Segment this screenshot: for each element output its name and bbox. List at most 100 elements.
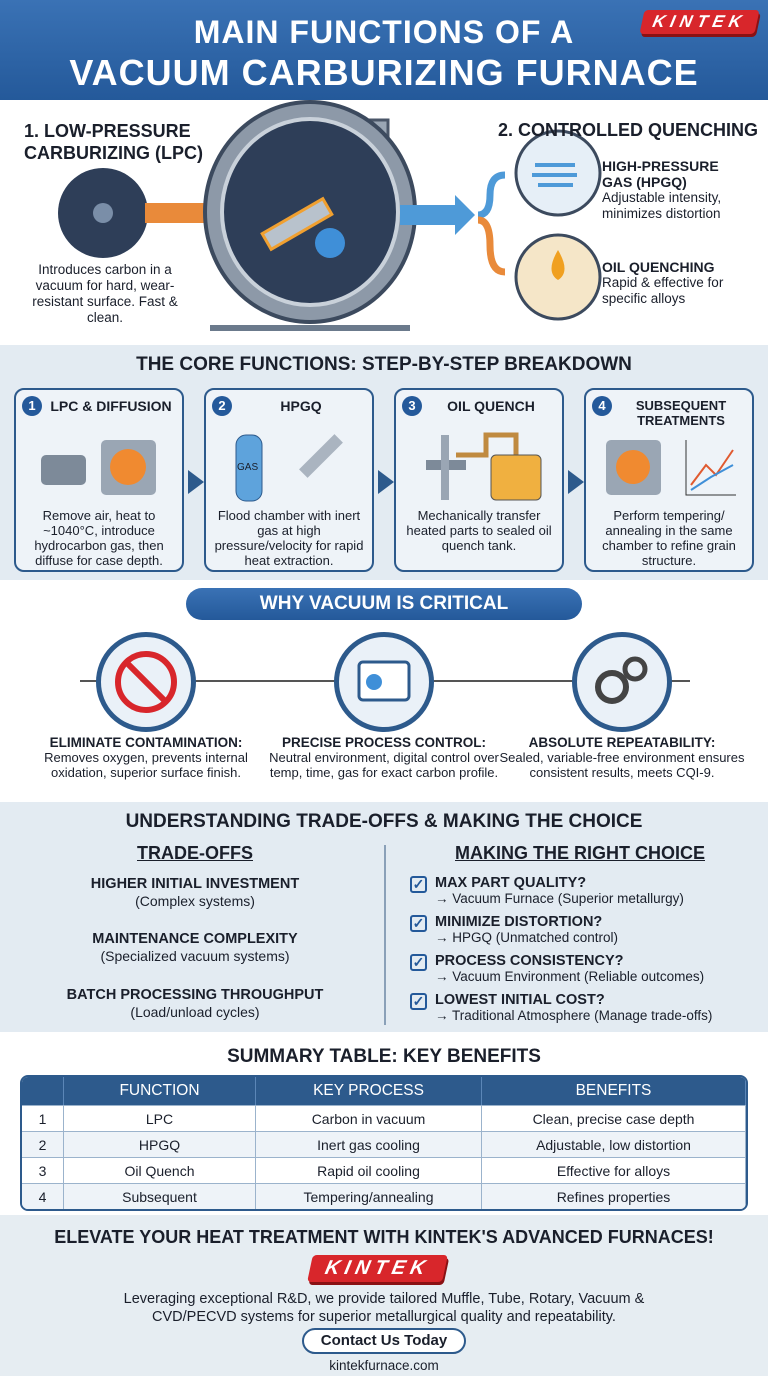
hpgq-desc: Adjustable intensity, minimizes distorti… (602, 190, 722, 221)
why-item-1: ELIMINATE CONTAMINATION:Removes oxygen, … (21, 735, 271, 780)
table-cell: Inert gas cooling (256, 1131, 482, 1157)
step-title: LPC & DIFFUSION (50, 398, 172, 414)
oil-tank-icon (426, 432, 542, 501)
kintek-logo: KINTEK (639, 10, 760, 34)
table-cell: 3 (22, 1157, 64, 1183)
no-contamination-icon (96, 632, 196, 732)
choice-item: ✓MAX PART QUALITY?→ Vacuum Furnace (Supe… (410, 875, 750, 906)
lpc-title: 1. LOW-PRESSURE CARBURIZING (LPC) (24, 120, 203, 164)
metal-part-icon (260, 196, 334, 252)
divider (384, 845, 386, 1025)
checkbox-icon: ✓ (410, 993, 427, 1010)
title-line-2: VACUUM CARBURIZING FURNACE (69, 52, 699, 93)
summary-title: SUMMARY TABLE: KEY BENEFITS (227, 1046, 541, 1067)
step-card-1: 1 LPC & DIFFUSION Remove air, heat to ~10… (14, 388, 184, 572)
why-banner: WHY VACUUM IS CRITICAL (186, 588, 582, 620)
step-number: 1 (22, 396, 42, 416)
choice-question: MINIMIZE DISTORTION? (435, 914, 603, 930)
tradeoff-item: HIGHER INITIAL INVESTMENT(Complex system… (30, 876, 360, 910)
gas-cylinder-icon (235, 434, 343, 502)
tradeoff-item: MAINTENANCE COMPLEXITY(Specialized vacuu… (30, 931, 360, 965)
table-cell: Effective for alloys (482, 1157, 746, 1183)
table-cell: Subsequent (64, 1183, 256, 1209)
choice-item: ✓PROCESS CONSISTENCY?→ Vacuum Environmen… (410, 953, 750, 984)
pump-furnace-icon (41, 440, 156, 495)
checkbox-icon: ✓ (410, 915, 427, 932)
gas-label: GAS (237, 462, 259, 473)
table-cell: LPC (64, 1105, 256, 1131)
step-card-2: 2 HPGQ GAS Flood chamber with inert gas a… (204, 388, 374, 572)
why-title: ABSOLUTE REPEATABILITY: (528, 735, 716, 750)
arrow-icon (188, 470, 204, 494)
step-number: 4 (592, 396, 612, 416)
lpc-title-2: CARBURIZING (LPC) (24, 143, 203, 163)
tradeoff-sub: (Load/unload cycles) (130, 1004, 260, 1020)
step-title: SUBSEQUENT TREATMENTS (635, 398, 727, 428)
step-title: HPGQ (280, 398, 322, 414)
table-cell: Clean, precise case depth (482, 1105, 746, 1131)
table-cell: Tempering/annealing (256, 1183, 482, 1209)
table-cell: 1 (22, 1105, 64, 1131)
col-header: FUNCTION (64, 1077, 256, 1105)
table-cell: Rapid oil cooling (256, 1157, 482, 1183)
footer-line-2: CVD/PECVD systems for superior metallurg… (152, 1309, 616, 1325)
tradeoffs-title: UNDERSTANDING TRADE-OFFS & MAKING THE CH… (125, 811, 643, 832)
table-cell: 4 (22, 1183, 64, 1209)
contact-button[interactable]: Contact Us Today (302, 1328, 466, 1354)
quench-title: 2. CONTROLLED QUENCHING (498, 120, 759, 140)
choice-item: ✓MINIMIZE DISTORTION?→ HPGQ (Unmatched c… (410, 914, 750, 945)
col-header (22, 1077, 64, 1105)
footer: ELEVATE YOUR HEAT TREATMENT WITH KINTEK'… (0, 1215, 768, 1376)
why-desc: Sealed, variable-free environment ensure… (499, 750, 745, 780)
table-cell: Carbon in vacuum (256, 1105, 482, 1131)
control-panel-icon (334, 632, 434, 732)
choice-title: MAKING THE RIGHT CHOICE (455, 843, 705, 863)
tradeoff-item: BATCH PROCESSING THROUGHPUT(Load/unload … (30, 987, 360, 1021)
tradeoff-sub: (Specialized vacuum systems) (100, 948, 290, 964)
oil-title: OIL QUENCHING (602, 259, 715, 275)
header-banner: MAIN FUNCTIONS OF A VACUUM CARBURIZING F… (0, 0, 768, 100)
step-number: 2 (212, 396, 232, 416)
oil-item: OIL QUENCHING Rapid & effective for spec… (602, 259, 752, 307)
step-number: 3 (402, 396, 422, 416)
table-cell: HPGQ (64, 1131, 256, 1157)
furnace-chart-icon (606, 440, 736, 496)
footer-line-1: Leveraging exceptional R&D, we provide t… (123, 1291, 645, 1307)
tradeoffs-left-title: TRADE-OFFS (137, 843, 253, 863)
furnace-illustration (58, 100, 602, 331)
why-desc: Removes oxygen, prevents internal oxidat… (44, 750, 248, 780)
blue-arrow (400, 205, 455, 225)
table-cell: Oil Quench (64, 1157, 256, 1183)
col-header: BENEFITS (482, 1077, 746, 1105)
why-title: PRECISE PROCESS CONTROL: (281, 735, 487, 750)
arrow-icon (568, 470, 584, 494)
table-cell: Refines properties (482, 1183, 746, 1209)
hpgq-title: HIGH-PRESSURE GAS (HPGQ) (602, 158, 719, 190)
choice-answer: → Vacuum Furnace (Superior metallurgy) (435, 891, 684, 906)
choice-answer: → Vacuum Environment (Reliable outcomes) (435, 969, 705, 984)
step-desc: Flood chamber with inert gas at high pre… (214, 508, 364, 568)
table-cell: 2 (22, 1131, 64, 1157)
kintek-logo: KINTEK (307, 1255, 448, 1282)
hpgq-item: HIGH-PRESSURE GAS (HPGQ) Adjustable inte… (602, 158, 752, 222)
step-desc: Remove air, heat to ~1040°C, introduce h… (34, 508, 164, 568)
title-line-1: MAIN FUNCTIONS OF A (193, 14, 575, 50)
choice-item: ✓ LOWEST INITIAL COST?→ Traditional Atmos… (410, 992, 750, 1023)
choice-question: MAX PART QUALITY? (435, 875, 587, 891)
steps-title: THE CORE FUNCTIONS: STEP-BY-STEP BREAKDO… (136, 354, 632, 375)
choice-question: LOWEST INITIAL COST? (435, 992, 605, 1008)
choice-answer: → Traditional Atmosphere (Manage trade-o… (435, 1008, 713, 1023)
website-link[interactable]: kintekfurnace.com (329, 1358, 439, 1373)
choice-question: PROCESS CONSISTENCY? (435, 953, 624, 969)
gear-icon (315, 228, 345, 258)
step-title: OIL QUENCH (447, 398, 535, 414)
tradeoff-title: BATCH PROCESSING THROUGHPUT (66, 987, 324, 1003)
table-cell: Adjustable, low distortion (482, 1131, 746, 1157)
why-title: ELIMINATE CONTAMINATION: (49, 735, 243, 750)
